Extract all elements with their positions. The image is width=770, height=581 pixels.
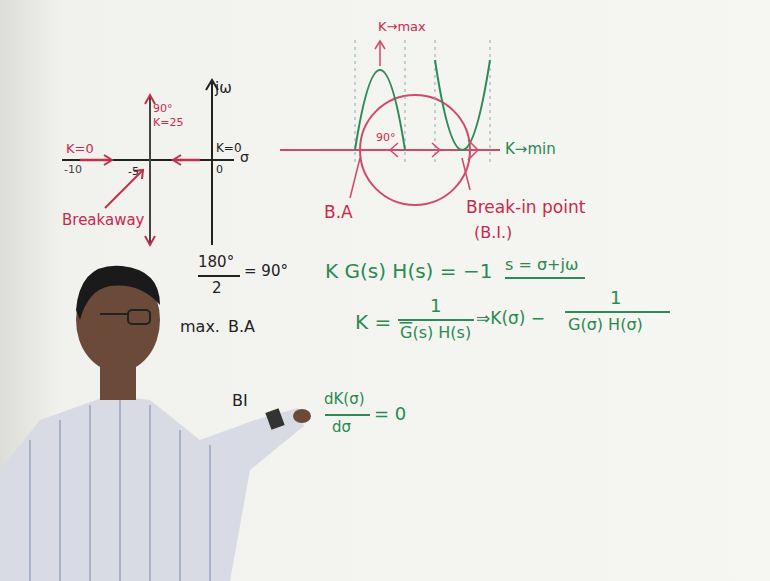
board-label: K→max (378, 20, 426, 34)
board-label: K=0 (216, 142, 242, 155)
board-label: s = σ+jω (505, 256, 578, 274)
left-plot (62, 80, 234, 245)
board-label: K=0 (66, 142, 94, 156)
root-locus-sketch (280, 40, 500, 205)
board-label: 1 (430, 296, 441, 316)
board-label: K G(s) H(s) = −1 (325, 260, 492, 282)
board-label: max. (180, 318, 220, 336)
board-label: 2 (212, 280, 222, 297)
board-label: = 0 (374, 404, 406, 424)
board-label: B.A (228, 318, 255, 336)
board-label: K=25 (153, 117, 183, 129)
board-label: K→min (505, 141, 556, 158)
board-label: -5 (128, 166, 139, 178)
board-label: 180° (198, 254, 234, 271)
board-label: Breakaway (62, 212, 145, 229)
board-label: Break-in point (466, 198, 585, 217)
board-label: 90° (376, 132, 396, 144)
board-label: -10 (64, 164, 82, 176)
board-label: BI (232, 392, 248, 410)
board-label: G(s) H(s) (400, 324, 471, 342)
board-label: 0 (216, 164, 223, 176)
board-label: B.A (324, 203, 353, 222)
board-label: σ (240, 150, 249, 165)
board-label: 90° (153, 103, 173, 115)
board-label: ⇒K(σ) − (476, 309, 545, 328)
board-label: 1 (610, 288, 621, 308)
board-label: = 90° (244, 263, 288, 280)
board-label: G(σ) H(σ) (568, 316, 643, 334)
board-label: (B.I.) (474, 224, 512, 242)
board-label: dK(σ) (324, 391, 365, 408)
lecturer (0, 266, 311, 581)
fraction-bars (198, 276, 670, 415)
board-label: jω (215, 80, 232, 97)
board-label: dσ (332, 419, 351, 436)
